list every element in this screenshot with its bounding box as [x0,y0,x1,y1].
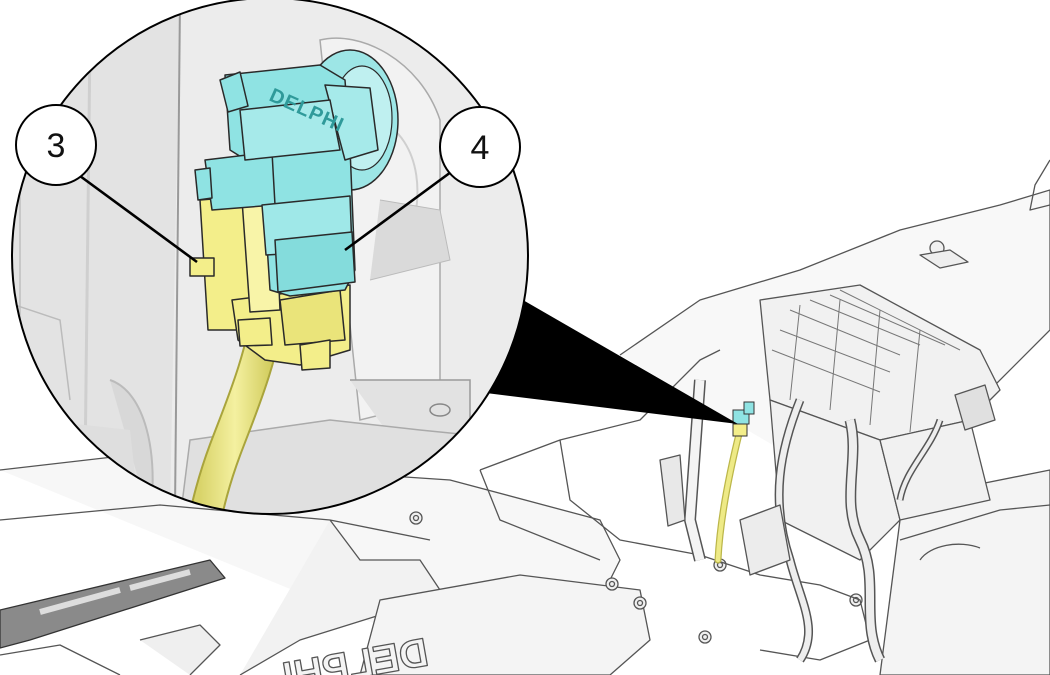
connector-housing [194,64,379,297]
connector-location [714,401,755,564]
callout-3: 3 [15,104,97,186]
callout-leaders [79,170,452,264]
vehicle-line-art: DELPHI [0,159,1050,675]
callout-3-leader [79,174,198,264]
detail-pointer [478,296,738,424]
lock-tab-part [189,195,351,371]
callout-4-label: 4 [471,129,490,167]
callout-3-label: 3 [47,127,66,165]
callout-4: 4 [439,106,521,188]
detail-view: DELPHI [11,0,529,515]
callout-4-leader [344,170,452,252]
